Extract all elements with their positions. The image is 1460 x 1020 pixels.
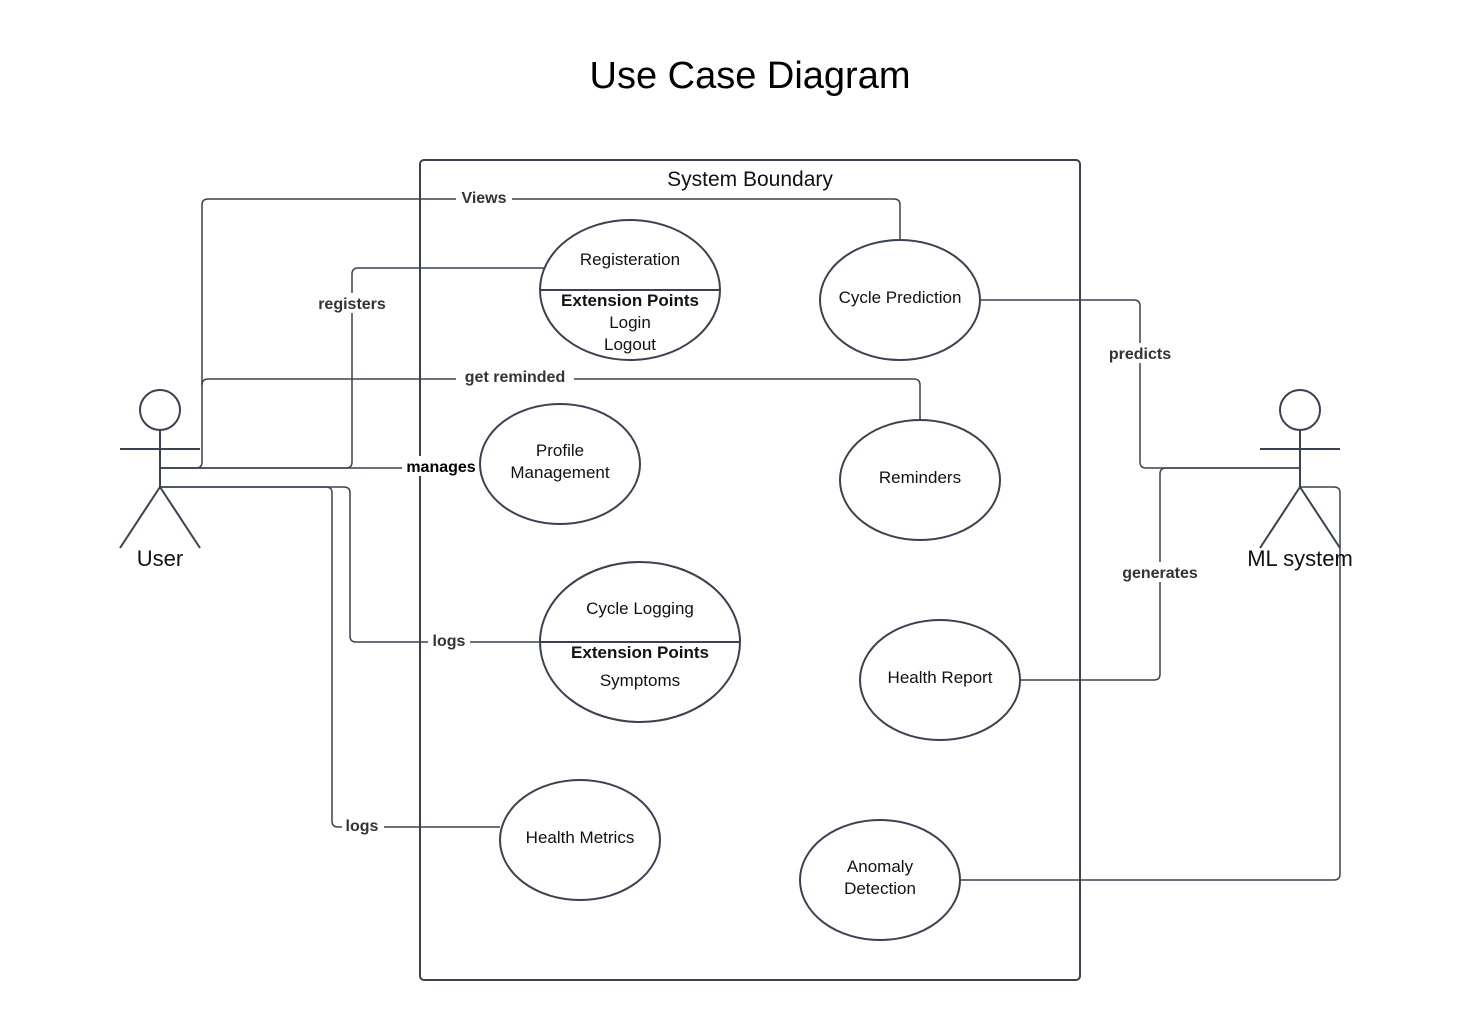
use-case-anomaly-detection-line2: Detection: [844, 879, 916, 898]
system-boundary: [419, 159, 1081, 981]
use-case-anomaly-detection: Anomaly Detection: [799, 819, 961, 941]
use-case-registration-name: Registeration: [580, 250, 680, 269]
diagram-title: Use Case Diagram: [590, 55, 911, 97]
use-case-health-report: Health Report: [859, 619, 1021, 741]
use-case-registration: Registeration Extension Points Login Log…: [539, 219, 721, 361]
edge-logs-metrics: [160, 486, 500, 828]
use-case-registration-ext-header: Extension Points: [561, 291, 699, 310]
actor-user: User: [119, 389, 201, 571]
use-case-cycle-logging-ext-header: Extension Points: [571, 643, 709, 662]
use-case-profile-management-line2: Management: [510, 463, 610, 482]
edge-label-logs-cycle: logs: [433, 633, 466, 650]
use-case-cycle-logging-name: Cycle Logging: [586, 599, 694, 618]
use-case-profile-management-line1: Profile: [536, 441, 584, 460]
use-case-cycle-prediction: Cycle Prediction: [819, 239, 981, 361]
edge-label-manages: manages: [406, 459, 475, 476]
edge-labels: Views registers get reminded manages log…: [312, 187, 1206, 835]
use-case-profile-management: Profile Management: [479, 403, 641, 525]
edge-anomaly: [960, 486, 1341, 881]
use-case-health-metrics: Health Metrics: [499, 779, 661, 901]
actor-ml-system: ML system: [1247, 389, 1353, 571]
edge-label-generates: generates: [1122, 565, 1198, 582]
use-case-cycle-prediction-name: Cycle Prediction: [839, 288, 962, 307]
edge-label-registers: registers: [318, 296, 386, 313]
stick-figure-icon: [119, 389, 201, 549]
use-case-anomaly-detection-line1: Anomaly: [847, 857, 914, 876]
stick-figure-icon: [1259, 389, 1341, 549]
use-case-registration-ext-login: Login: [609, 313, 651, 332]
use-case-cycle-logging: Cycle Logging Extension Points Symptoms: [539, 561, 741, 723]
system-boundary-label: System Boundary: [667, 168, 833, 191]
use-case-health-report-name: Health Report: [888, 668, 993, 687]
edge-label-predicts: predicts: [1109, 346, 1171, 363]
use-case-health-metrics-name: Health Metrics: [526, 828, 635, 847]
actor-ml-system-label: ML system: [1247, 546, 1353, 571]
edge-label-logs-metrics: logs: [346, 818, 379, 835]
use-case-cycle-logging-ext-symptoms: Symptoms: [600, 671, 680, 690]
edge-label-get-reminded: get reminded: [465, 369, 565, 386]
edge-views: [160, 198, 901, 469]
actor-user-label: User: [137, 546, 183, 571]
use-case-reminders-name: Reminders: [879, 468, 961, 487]
edge-get-reminded: [201, 378, 921, 420]
use-case-registration-ext-logout: Logout: [604, 335, 656, 354]
edge-logs-cycle: [160, 486, 540, 643]
edge-predicts: [980, 299, 1300, 469]
edge-label-views: Views: [461, 190, 506, 207]
use-case-reminders: Reminders: [839, 419, 1001, 541]
